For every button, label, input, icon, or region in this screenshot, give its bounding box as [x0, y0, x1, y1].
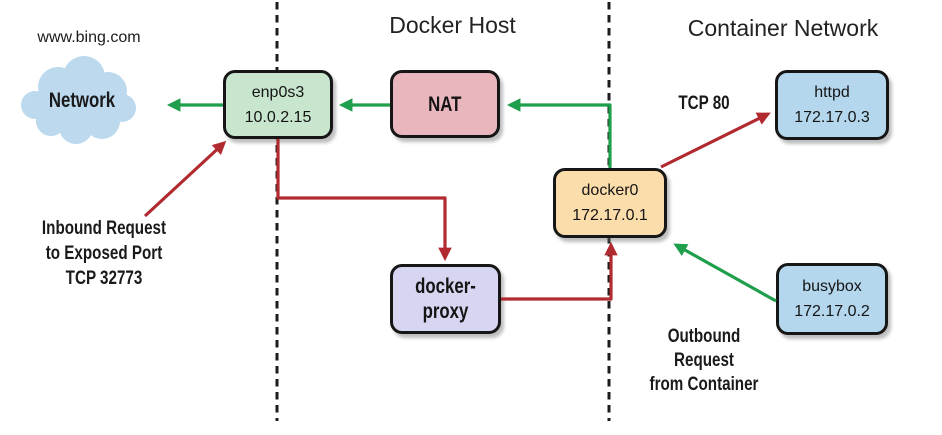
inbound-request-label: Inbound Request to Exposed Port TCP 3277…	[39, 216, 169, 291]
inbound-line1: Inbound Request	[41, 218, 167, 239]
www-bing-caption: www.bing.com	[37, 29, 141, 46]
node-busybox-ip: 172.17.0.2	[794, 303, 870, 320]
tcp80-label: TCP 80	[678, 93, 730, 114]
node-busybox-name: busybox	[802, 278, 862, 295]
node-nat: NAT	[390, 70, 500, 138]
outbound-request-label: Outbound Request from Container	[635, 325, 773, 397]
cloud-icon	[21, 56, 136, 144]
node-busybox: busybox 172.17.0.2	[776, 263, 888, 335]
node-docker0-ip: 172.17.0.1	[572, 207, 648, 224]
outbound-line3: from Container	[649, 374, 759, 395]
node-docker0-name: docker0	[581, 182, 639, 199]
node-enp0s3-name: enp0s3	[251, 83, 305, 101]
outbound-line2: Request	[674, 350, 734, 371]
node-httpd: httpd 172.17.0.3	[775, 70, 889, 140]
docker-host-title: Docker Host	[389, 12, 516, 38]
node-nat-name: NAT	[428, 92, 462, 116]
outbound-line1: Outbound	[667, 326, 741, 347]
node-enp0s3: enp0s3 10.0.2.15	[223, 70, 333, 139]
node-httpd-name: httpd	[814, 84, 850, 101]
node-enp0s3-ip: 10.0.2.15	[244, 108, 312, 126]
inbound-line2: to Exposed Port	[45, 243, 163, 264]
network-cloud: Network	[18, 53, 146, 151]
inbound-line3: TCP 32773	[65, 268, 143, 289]
node-docker-proxy: docker-proxy	[390, 264, 501, 334]
node-httpd-ip: 172.17.0.3	[794, 109, 870, 126]
node-docker-proxy-name: docker-proxy	[415, 275, 476, 323]
cloud-label: Network	[48, 89, 116, 112]
container-network-title: Container Network	[687, 15, 879, 41]
node-docker0: docker0 172.17.0.1	[553, 168, 667, 238]
